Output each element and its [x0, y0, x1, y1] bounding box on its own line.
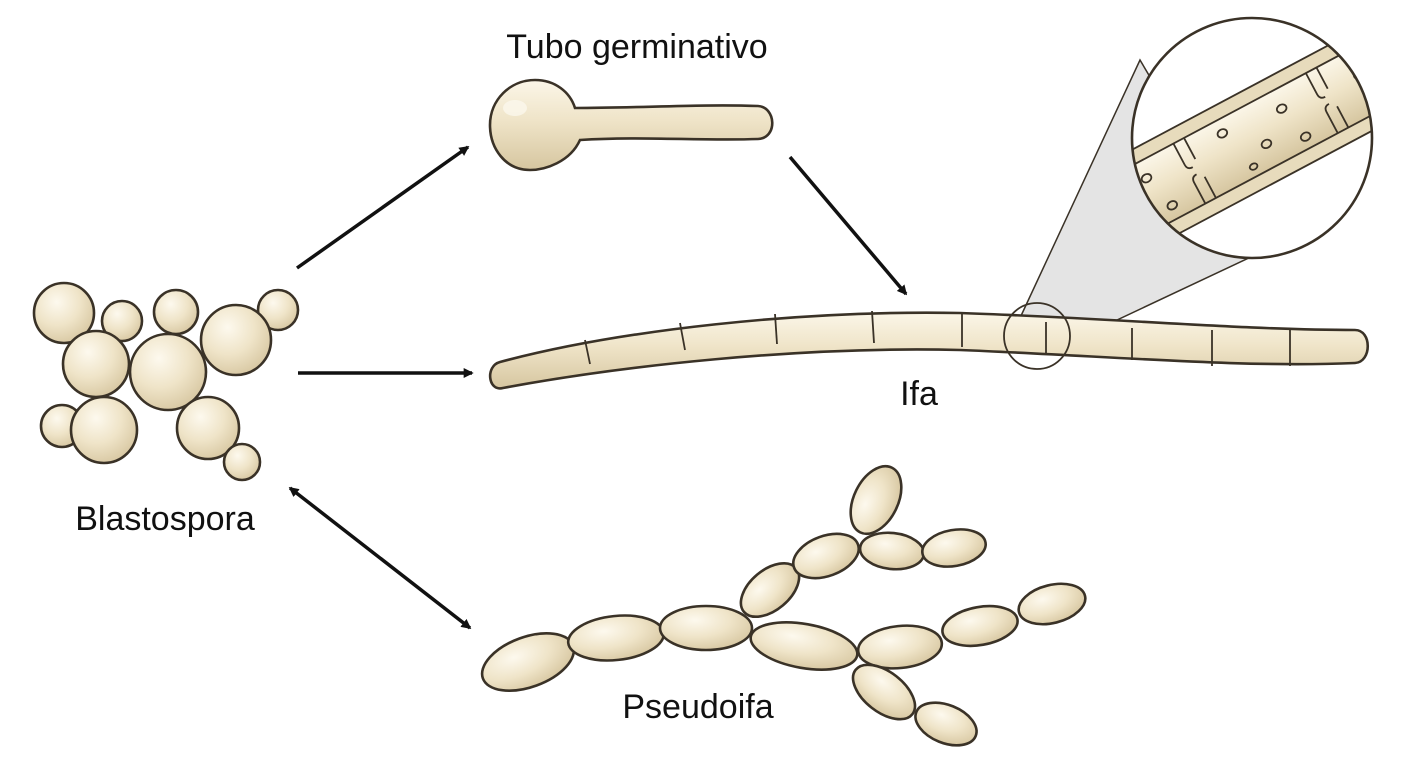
arrow-blastospore-pseudohypha: [288, 486, 472, 630]
hypha: [488, 302, 1369, 390]
arrows: [288, 145, 908, 630]
blastospore-label: Blastospora: [75, 500, 255, 538]
hypha-zoom-inset: [1130, 16, 1374, 260]
blastospore-cluster: [32, 281, 300, 482]
hypha-label: Ifa: [900, 375, 938, 413]
germ-tube-cell: [488, 78, 774, 172]
arrow-blastospore-to-germ-tube: [295, 145, 470, 270]
pseudohypha: [480, 464, 1087, 747]
pseudohypha-label: Pseudoifa: [622, 688, 773, 726]
germ-tube-label: Tubo germinativo: [506, 28, 767, 66]
arrow-germ-tube-to-hypha: [788, 155, 908, 296]
